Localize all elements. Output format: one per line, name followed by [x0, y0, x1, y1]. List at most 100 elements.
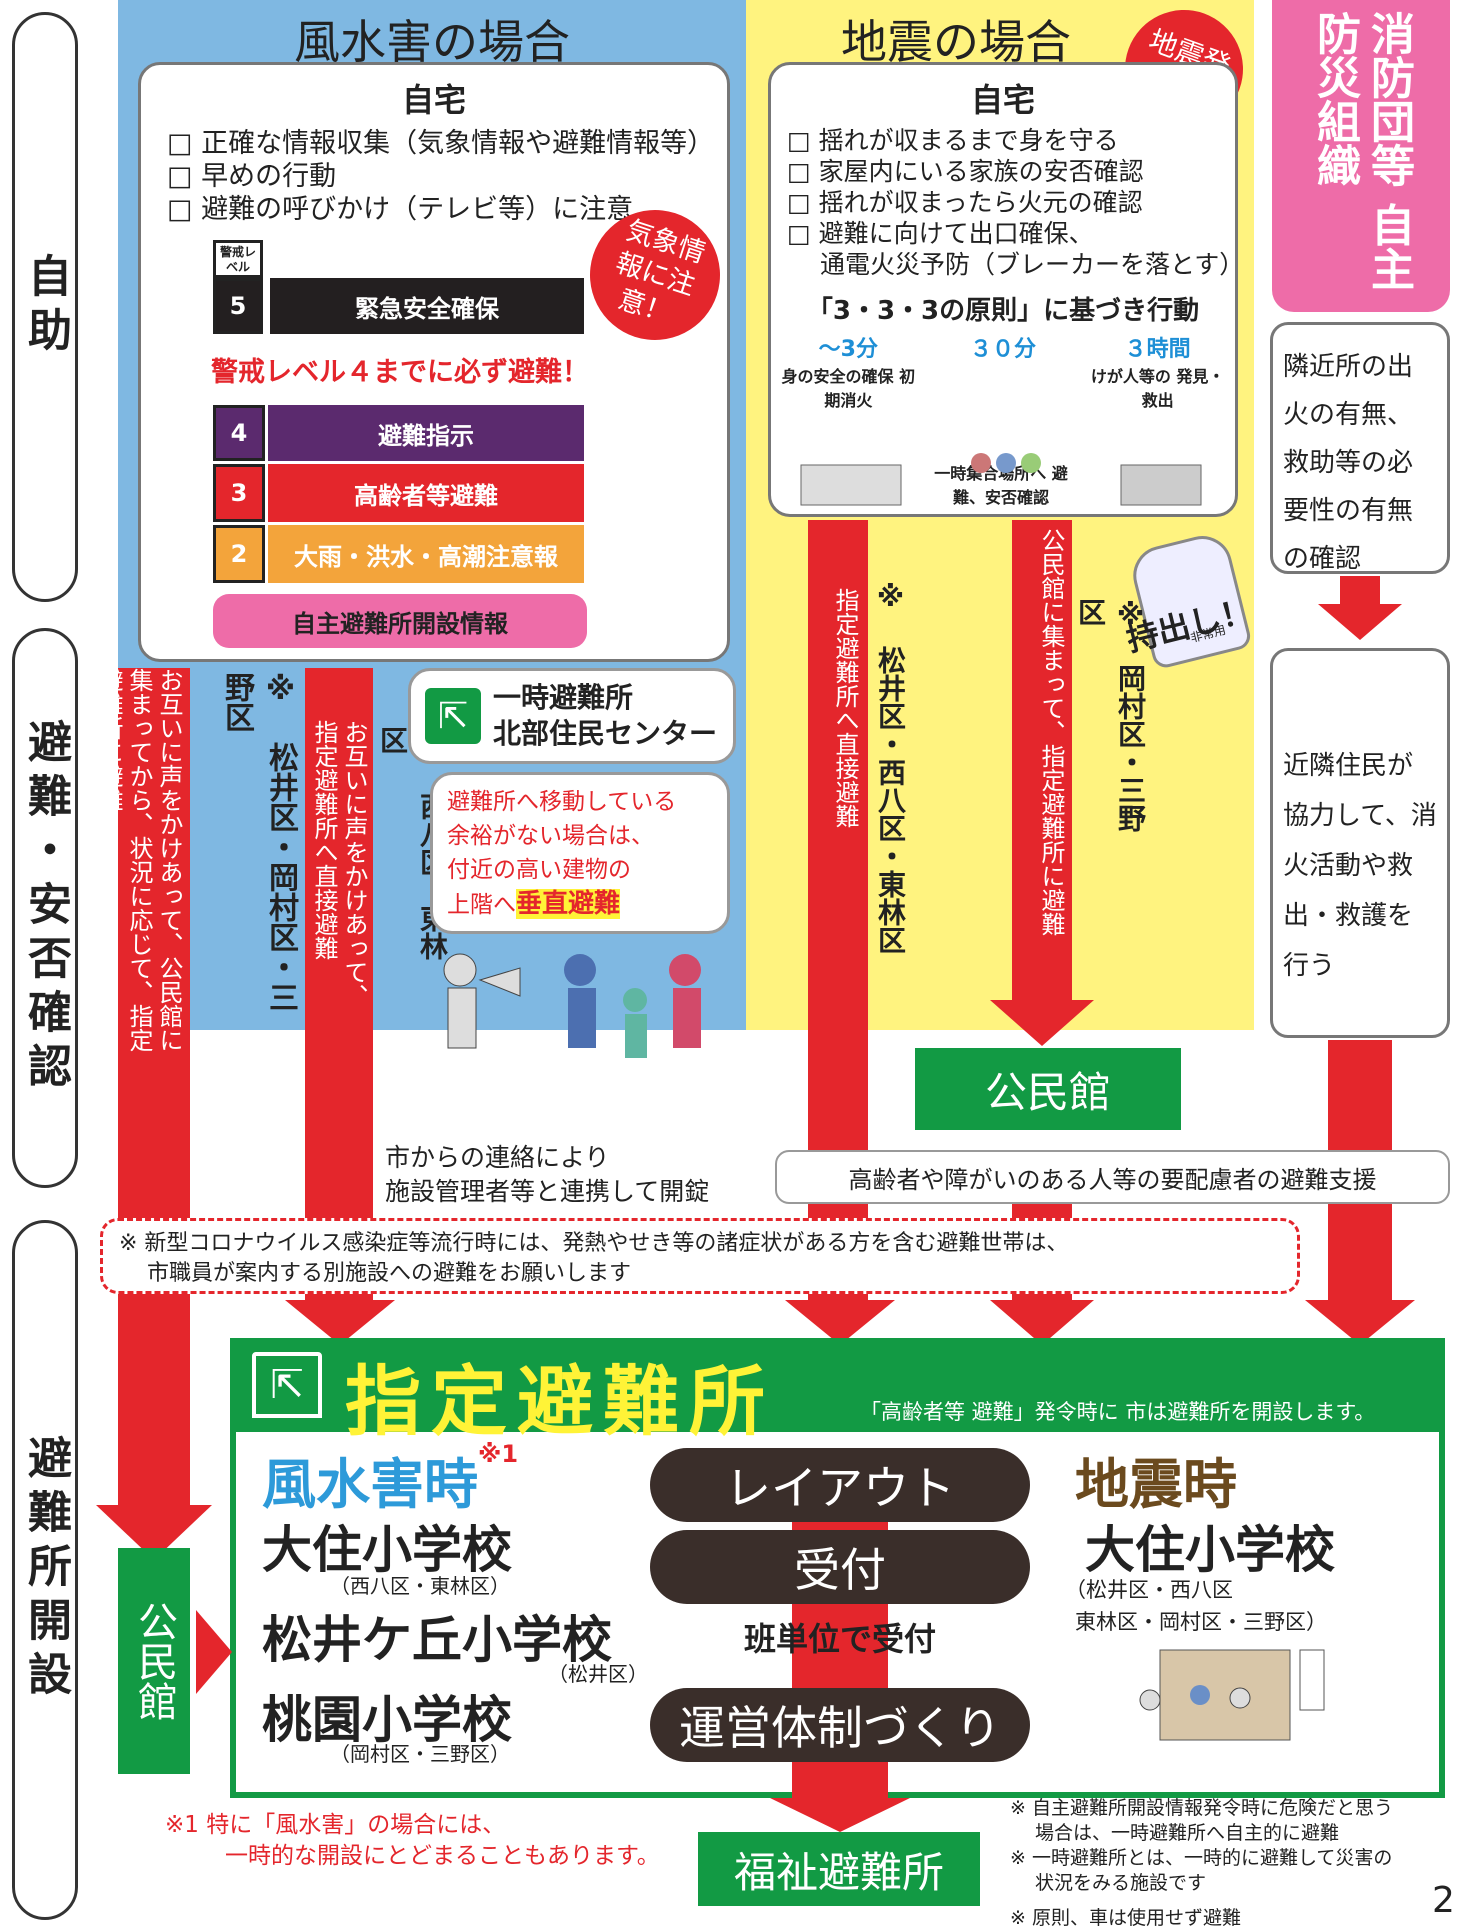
- quake-school-area-2: 東林区・岡村区・三野区）: [1075, 1610, 1327, 1634]
- side-self-help: 自助: [12, 12, 78, 602]
- foot-note-2: 一時的な開設にとどまることもあります。: [225, 1843, 660, 1869]
- time-3hr: ３時間: [1124, 337, 1191, 362]
- route-arrow-2: [305, 668, 373, 1308]
- flood-mark: ※1: [478, 1440, 519, 1468]
- route3-area: ※ 松井区・西八区・東林区: [874, 580, 907, 954]
- system-pill: 運営体制づくり: [650, 1688, 1030, 1762]
- support-box: 高齢者や障がいのある人等の要配慮者の避難支援: [775, 1150, 1450, 1204]
- route4-text: 公民館に集まって、指定避難所に避難: [1037, 528, 1065, 936]
- level4-note: 警戒レベル４までに必ず避難！: [211, 357, 589, 388]
- vertical-evac-box: 避難所へ移動している 余裕がない場合は、 付近の高い建物の 上階へ垂直避難: [430, 772, 730, 934]
- level4-bar: 避難指示: [268, 405, 584, 461]
- fire-rescue-box: 近隣住民が協力して、消火活動や救出・救護を行う: [1270, 648, 1450, 1038]
- quake-home-box: 自宅 □ 揺れが収まるまで身を守る □ 家屋内にいる家族の安否確認 □ 揺れが収…: [768, 62, 1245, 517]
- page-number: 2: [1432, 1880, 1455, 1921]
- time-30min: ３０分: [969, 337, 1036, 362]
- notes-block: ※ 自主避難所開設情報発令時に危険だと思う 場合は、一時避難所へ自主的に避難 ※…: [1010, 1796, 1393, 1931]
- level-label: 警戒レベル: [213, 240, 263, 278]
- shelter-header: [230, 1338, 1445, 1432]
- vertical-evac-line: 余裕がない場合は、: [447, 823, 654, 849]
- school-2: 松井ケ丘小学校: [262, 1611, 612, 1669]
- note-line: 状況をみる施設です: [1010, 1872, 1207, 1894]
- quake-check: 通電火災予防（ブレーカーを落とす）: [787, 250, 1245, 279]
- flood-check: □ 避難の呼びかけ（テレビ等）に注意: [167, 194, 634, 225]
- quake-school: 大住小学校: [1085, 1521, 1335, 1579]
- level5-bar: 緊急安全確保: [270, 278, 584, 334]
- quake-school-area-1: （松井区・西八区: [1065, 1578, 1233, 1602]
- quake-home-title: 自宅: [970, 81, 1035, 119]
- route1-area: ※ 松井区・岡村区・三野区: [219, 672, 298, 1012]
- time-3hr-desc: けが人等の 発見・救出: [1090, 367, 1225, 410]
- vertical-evac-highlight: 垂直避難: [516, 889, 621, 919]
- route-arrow-2-head: [285, 1300, 395, 1345]
- kominkan-vertical: 公民館: [118, 1548, 190, 1774]
- flood-title: 風水害の場合: [294, 15, 570, 69]
- fire-title-box: 消防団等 自主防災組織: [1272, 0, 1450, 312]
- quake-check: □ 避難に向けて出口確保、: [787, 219, 1094, 248]
- route-arrow-1: [118, 668, 190, 1518]
- temp-shelter-title: 一時避難所: [493, 681, 634, 714]
- side-shelter-open: 避難所開設: [12, 1220, 78, 1920]
- school-2-area: （松井区）: [548, 1662, 648, 1686]
- route-arrow-3-head: [785, 1300, 895, 1345]
- level4-num: 4: [213, 405, 265, 461]
- fire-arrow-1: [1340, 576, 1380, 604]
- welfare-arrow-head: [770, 1798, 910, 1832]
- quake-check: □ 揺れが収まったら火元の確認: [787, 188, 1143, 217]
- level2-bar: 大雨・洪水・高潮注意報: [268, 525, 584, 583]
- fire-check-box: 隣近所の出火の有無、救助等の必要性の有無の確認: [1270, 322, 1450, 574]
- side-evacuation: 避難・安否確認: [12, 628, 78, 1188]
- unit-reception: 班単位で受付: [743, 1620, 936, 1658]
- vertical-evac-line: 上階へ: [447, 892, 516, 918]
- foot-note-1: ※1 特に「風水害」の場合には、: [165, 1812, 506, 1838]
- exit-icon: ⇱: [425, 688, 481, 744]
- route3-text: 指定避難所へ直接避難: [831, 588, 859, 828]
- flood-shelter-head: 風水害時※1: [262, 1440, 519, 1516]
- vertical-evac-line: 避難所へ移動している: [447, 789, 677, 815]
- fire-arrow-1-head: [1318, 604, 1402, 640]
- quake-check: □ 揺れが収まるまで身を守る: [787, 126, 1119, 155]
- contact-text-2: 施設管理者等と連携して開錠: [385, 1177, 710, 1206]
- quake-check: □ 家屋内にいる家族の安否確認: [787, 157, 1144, 186]
- school-1: 大住小学校: [262, 1521, 512, 1579]
- covid-notice: ※ 新型コロナウイルス感染症等流行時には、発熱やせき等の諸症状がある方を含む避難…: [100, 1218, 1300, 1294]
- shelter-note: 「高齢者等 避難」発令時に 市は避難所を開設します。: [860, 1400, 1376, 1424]
- covid-line: 市職員が案内する別施設への避難をお願いします: [147, 1261, 632, 1286]
- school-3: 桃園小学校: [262, 1691, 512, 1749]
- temp-shelter-name: 北部住民センター: [493, 717, 718, 750]
- note-line: ※ 一時避難所とは、一時的に避難して災害の: [1010, 1847, 1393, 1869]
- quake-title: 地震の場合: [841, 15, 1071, 69]
- note-line: ※ 自主避難所開設情報発令時に危険だと思う: [1010, 1797, 1393, 1819]
- self-open-info: 自主避難所開設情報: [213, 594, 587, 648]
- kominkan-arrow: [196, 1610, 232, 1694]
- shelter-title: 指定避難所: [345, 1357, 775, 1446]
- flood-check: □ 正確な情報収集（気象情報や避難情報等）: [167, 128, 715, 159]
- level3-num: 3: [213, 464, 265, 522]
- time-3min: ～3分: [818, 337, 878, 362]
- kominkan-box: 公民館: [915, 1048, 1181, 1130]
- quake-shelter-head: 地震時: [1075, 1453, 1237, 1516]
- people-illustration: [800, 453, 1202, 506]
- rule-333: 「3・3・3の原則」に基づき行動: [806, 296, 1200, 326]
- temp-shelter-box: ⇱ 一時避難所 北部住民センター: [408, 668, 736, 764]
- megaphone-people-illustration: [443, 953, 701, 1058]
- flood-check: □ 早めの行動: [167, 161, 337, 192]
- route-arrow-5-head: [990, 1300, 1094, 1345]
- covid-line: ※ 新型コロナウイルス感染症等流行時には、発熱やせき等の諸症状がある方を含む避難…: [119, 1231, 1069, 1256]
- school-1-area: （西八区・東林区）: [330, 1574, 510, 1598]
- note-line: 場合は、一時避難所へ自主的に避難: [1010, 1822, 1340, 1844]
- vertical-evac-line: 付近の高い建物の: [447, 857, 631, 883]
- note-line: ※ 原則、車は使用せず避難: [1010, 1907, 1241, 1929]
- contact-text-1: 市からの連絡により: [385, 1143, 610, 1172]
- time-3min-desc: 身の安全の確保 初期消火: [781, 367, 916, 410]
- flood-home-title: 自宅: [401, 81, 466, 119]
- school-3-area: （岡村区・三野区）: [330, 1742, 510, 1766]
- route-arrow-4-head: [990, 1000, 1094, 1046]
- reception-pill: 受付: [650, 1530, 1030, 1604]
- route1-text: お互いに声をかけあって、公民館に集まってから、状況に応じて、指定避難所に避難: [95, 668, 183, 1052]
- shelter-icon: ⇱: [252, 1352, 322, 1418]
- welfare-shelter: 福祉避難所: [698, 1832, 980, 1906]
- layout-pill: レイアウト: [650, 1448, 1030, 1522]
- route4-area: ※ 岡村区・三野区: [1074, 598, 1147, 832]
- level5-num: 5: [213, 278, 263, 334]
